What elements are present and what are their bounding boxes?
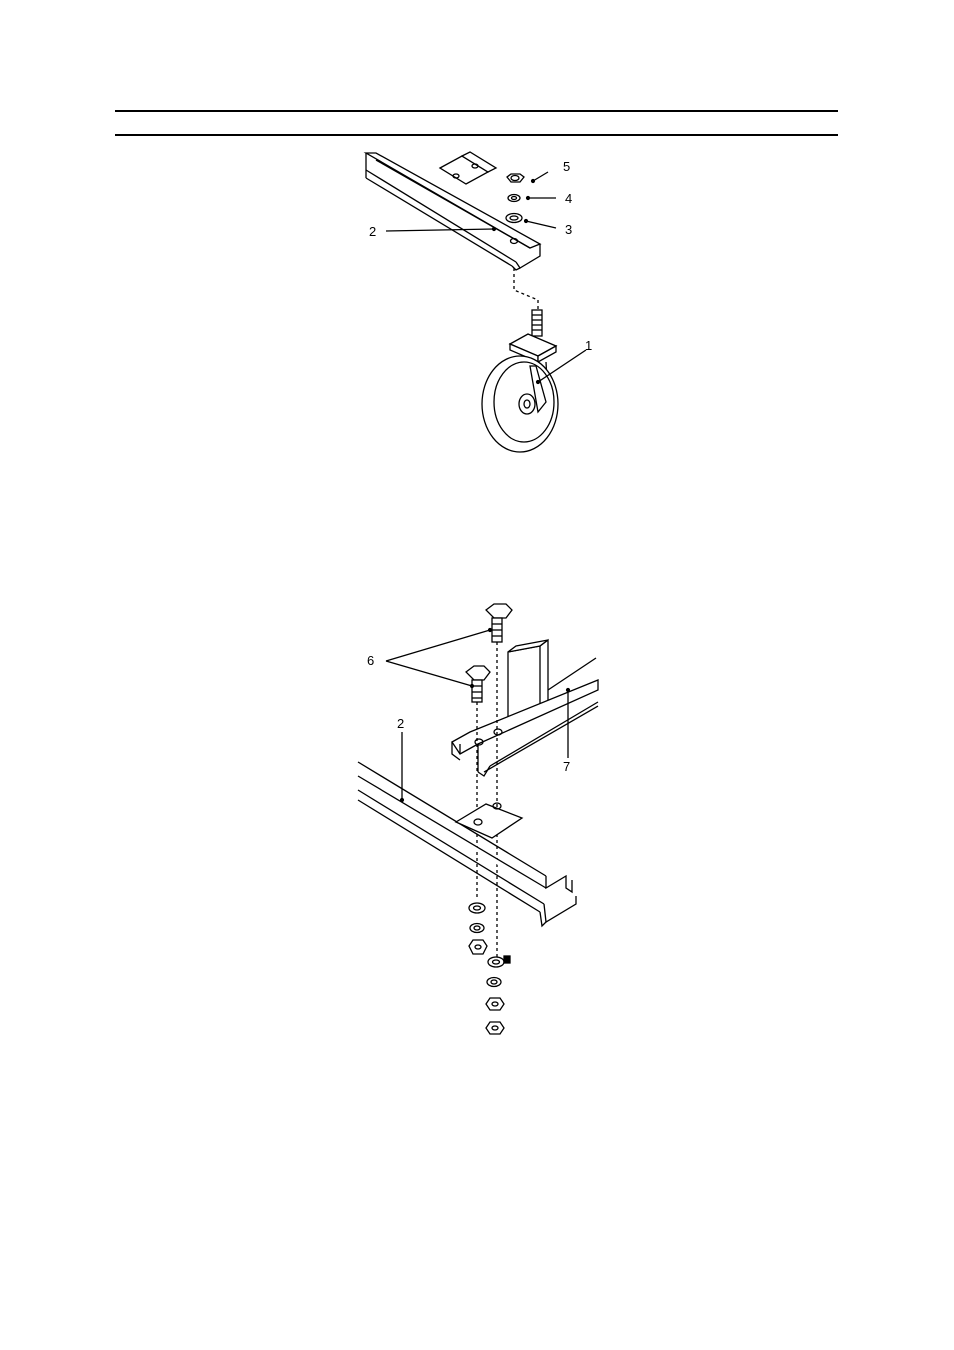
caster-wheel — [482, 310, 558, 452]
figure-rail-joint-assembly — [358, 604, 598, 1034]
callout-2-bottom: 2 — [397, 716, 404, 731]
lower-rail — [358, 762, 576, 926]
fastener-stack-bottom — [469, 903, 510, 1034]
frame-rail-top — [366, 152, 540, 270]
callout-6: 6 — [367, 653, 374, 668]
alignment-dash-top — [514, 268, 538, 312]
callout-1: 1 — [585, 338, 592, 353]
callout-3: 3 — [565, 222, 572, 237]
callout-7: 7 — [563, 759, 570, 774]
callout-2-top: 2 — [369, 224, 376, 239]
bolt-lower — [466, 666, 490, 702]
callout-4: 4 — [565, 191, 572, 206]
fastener-stack-top — [506, 174, 524, 223]
figure-caster-assembly — [366, 152, 586, 452]
bolt-upper — [486, 604, 512, 642]
callout-5: 5 — [563, 159, 570, 174]
